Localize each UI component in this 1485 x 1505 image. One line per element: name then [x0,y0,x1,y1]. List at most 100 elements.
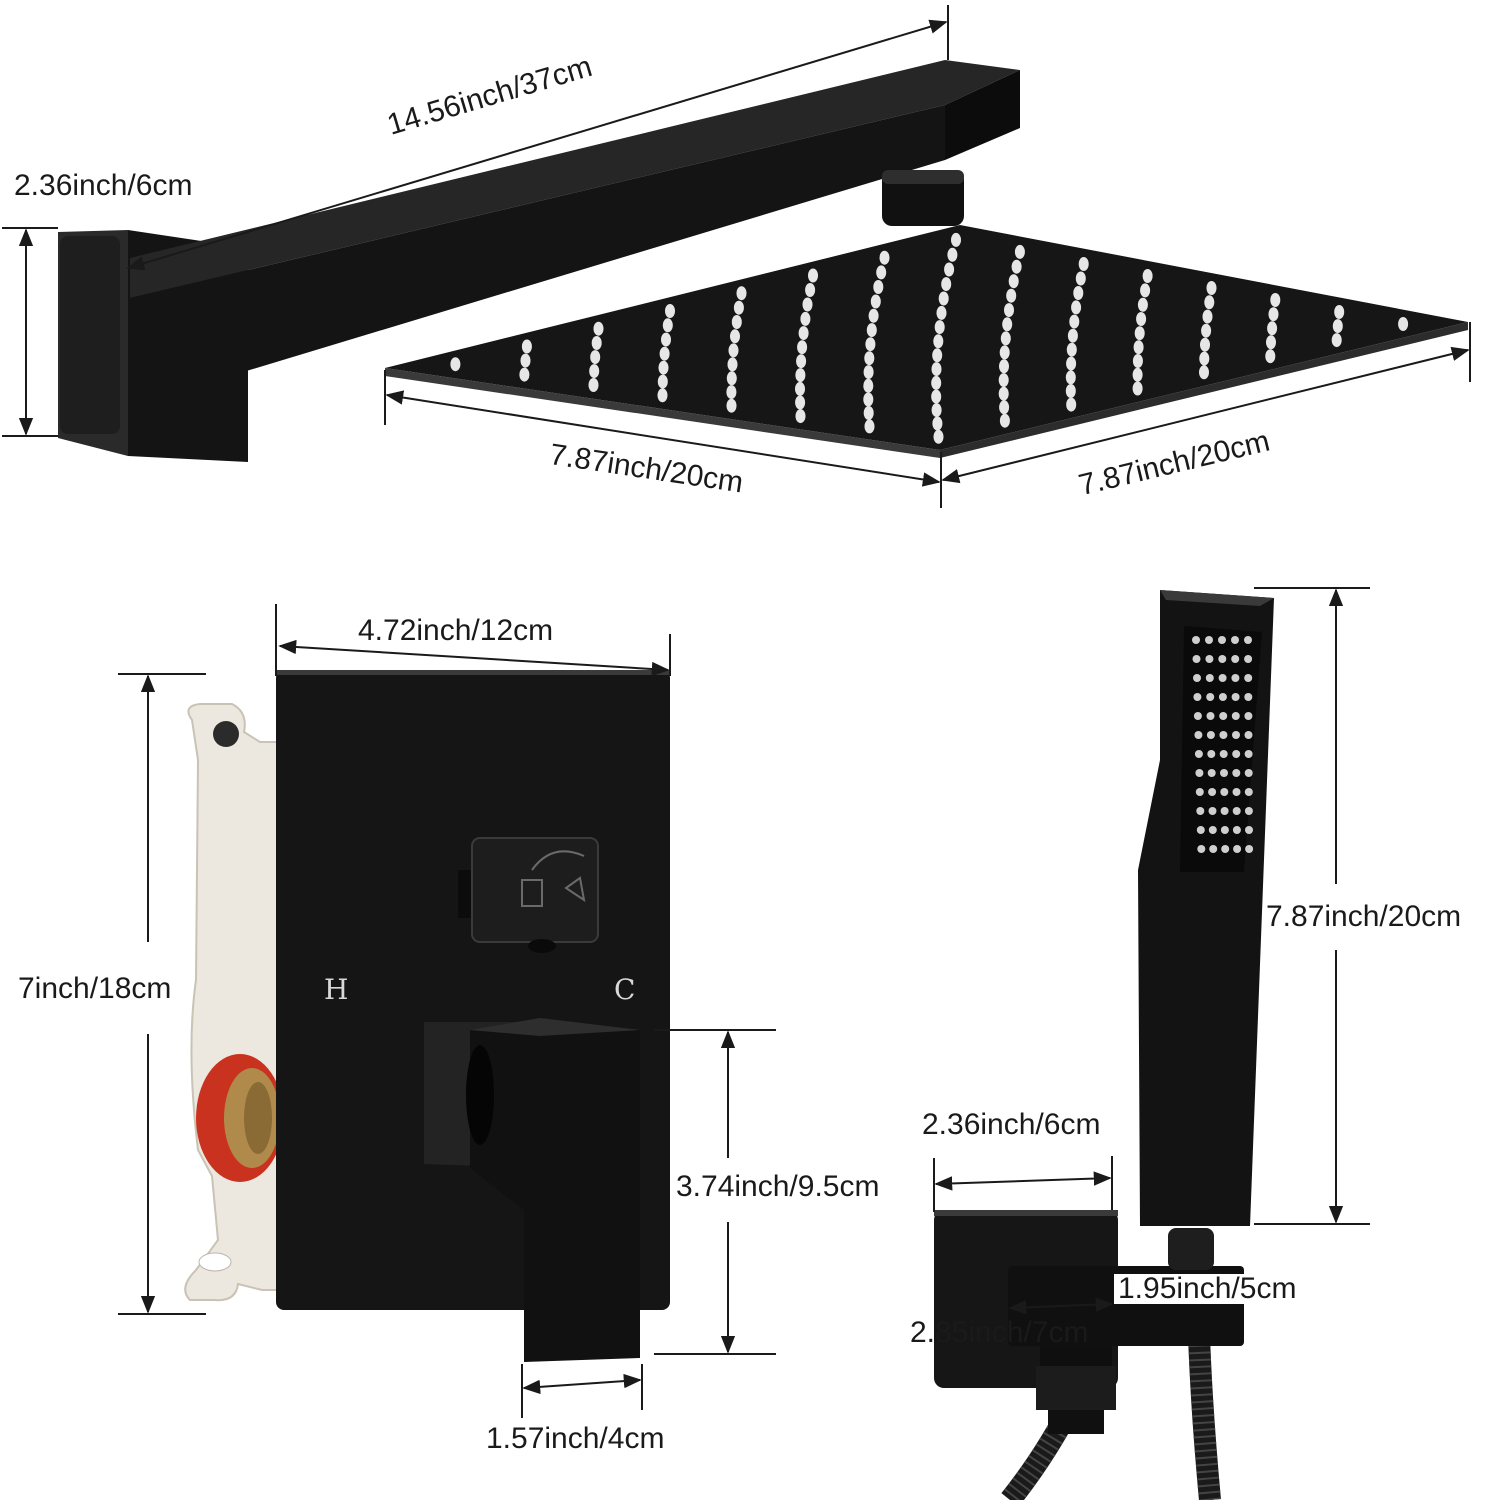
handheld-nozzle [1193,674,1201,682]
nozzle [999,413,1010,428]
nozzle [1132,381,1143,396]
nozzle [932,416,943,431]
handheld-nozzle [1192,655,1201,663]
nozzle [795,395,806,410]
handheld-nozzle [1244,750,1253,758]
hose-connector [1036,1346,1116,1434]
nozzle [728,343,739,358]
nozzle [726,385,737,400]
nozzle [1014,244,1025,259]
shower-arm-connector [882,170,964,226]
nozzle [796,354,807,369]
nozzle [1266,335,1276,350]
label-handle-height: 3.74inch/9.5cm [676,1170,880,1203]
nozzle [1136,312,1147,326]
dimension-handle-width [521,1364,643,1418]
handheld-nozzle [1206,693,1215,701]
nozzle [934,320,945,335]
nozzle [876,265,887,280]
nozzle [1073,286,1084,300]
nozzle [944,262,955,277]
handheld-nozzle [1192,636,1200,644]
handheld-nozzle [1232,769,1241,777]
handheld-nozzle [1205,674,1214,682]
nozzle [450,357,461,372]
handheld-nozzle [1197,845,1206,853]
label-bracket-height: 2.85inch/7cm [910,1316,1089,1349]
nozzle [795,368,806,383]
nozzle [1398,317,1409,331]
handheld-nozzle [1245,826,1253,834]
handheld-nozzle [1244,693,1253,701]
dimension-head-widths [384,322,1471,508]
nozzle [593,321,604,336]
nozzle [800,311,811,326]
diverter-knob [458,837,599,953]
handheld-nozzle [1219,750,1228,758]
nozzle [1000,331,1011,346]
nozzle [863,406,874,420]
nozzle [1334,305,1345,319]
dimension-bracket-depth [1008,1297,1114,1315]
nozzle [658,360,669,375]
label-plate-width: 4.72inch/12cm [358,614,554,647]
handheld-nozzle [1206,712,1215,720]
handheld-nozzle [1232,807,1241,815]
nozzle [802,297,813,312]
handheld-nozzle [1244,674,1253,682]
nozzle [864,351,875,366]
dimension-plate-height [118,673,206,1315]
handheld-nozzle [1244,731,1253,739]
nozzle [1199,351,1210,366]
nozzle [1267,321,1278,336]
handheld-nozzle [1218,636,1226,644]
nozzle [1065,384,1076,398]
handheld-nozzle [1208,788,1217,796]
handheld-nozzle [1194,750,1203,758]
handheld-nozzle [1218,693,1227,701]
nozzle [727,357,738,372]
handheld-nozzle [1244,788,1253,796]
handheld-nozzle [1231,655,1240,663]
handheld-nozzle [1195,769,1204,777]
nozzle [864,419,875,434]
nozzle [1004,303,1014,318]
nozzle [726,371,737,386]
nozzle [1204,295,1215,310]
handheld-nozzle [1208,826,1217,834]
nozzle [591,336,602,350]
nozzle [947,247,958,262]
nozzle [1069,314,1080,329]
nozzle [726,398,737,413]
nozzle [873,280,884,294]
nozzle [657,388,668,403]
handheld-nozzle [1231,674,1240,682]
handheld-nozzle [1208,807,1217,815]
nozzle [1071,300,1082,315]
nozzle [731,315,742,329]
nozzle [730,329,740,344]
nozzle [998,373,1009,388]
label-flange-height: 2.36inch/6cm [14,169,193,202]
handheld-nozzle [1244,807,1253,815]
label-plate-height: 7inch/18cm [18,972,172,1005]
nozzle [1006,288,1017,303]
nozzle [941,277,952,292]
nozzle [795,409,806,424]
nozzle [1206,281,1217,295]
label-handle-width: 1.57inch/4cm [486,1422,665,1455]
nozzle [805,283,816,297]
nozzle [1075,271,1086,286]
handheld-nozzle [1218,655,1227,663]
dimension-flange-height [2,227,58,437]
handheld-nozzle [1194,731,1203,739]
handheld-nozzle [1220,826,1229,834]
handheld-nozzle [1232,750,1241,758]
handheld-nozzle [1207,769,1216,777]
nozzle [588,378,599,392]
nozzle [1078,257,1089,271]
nozzle [733,300,744,315]
nozzle [1265,349,1276,364]
